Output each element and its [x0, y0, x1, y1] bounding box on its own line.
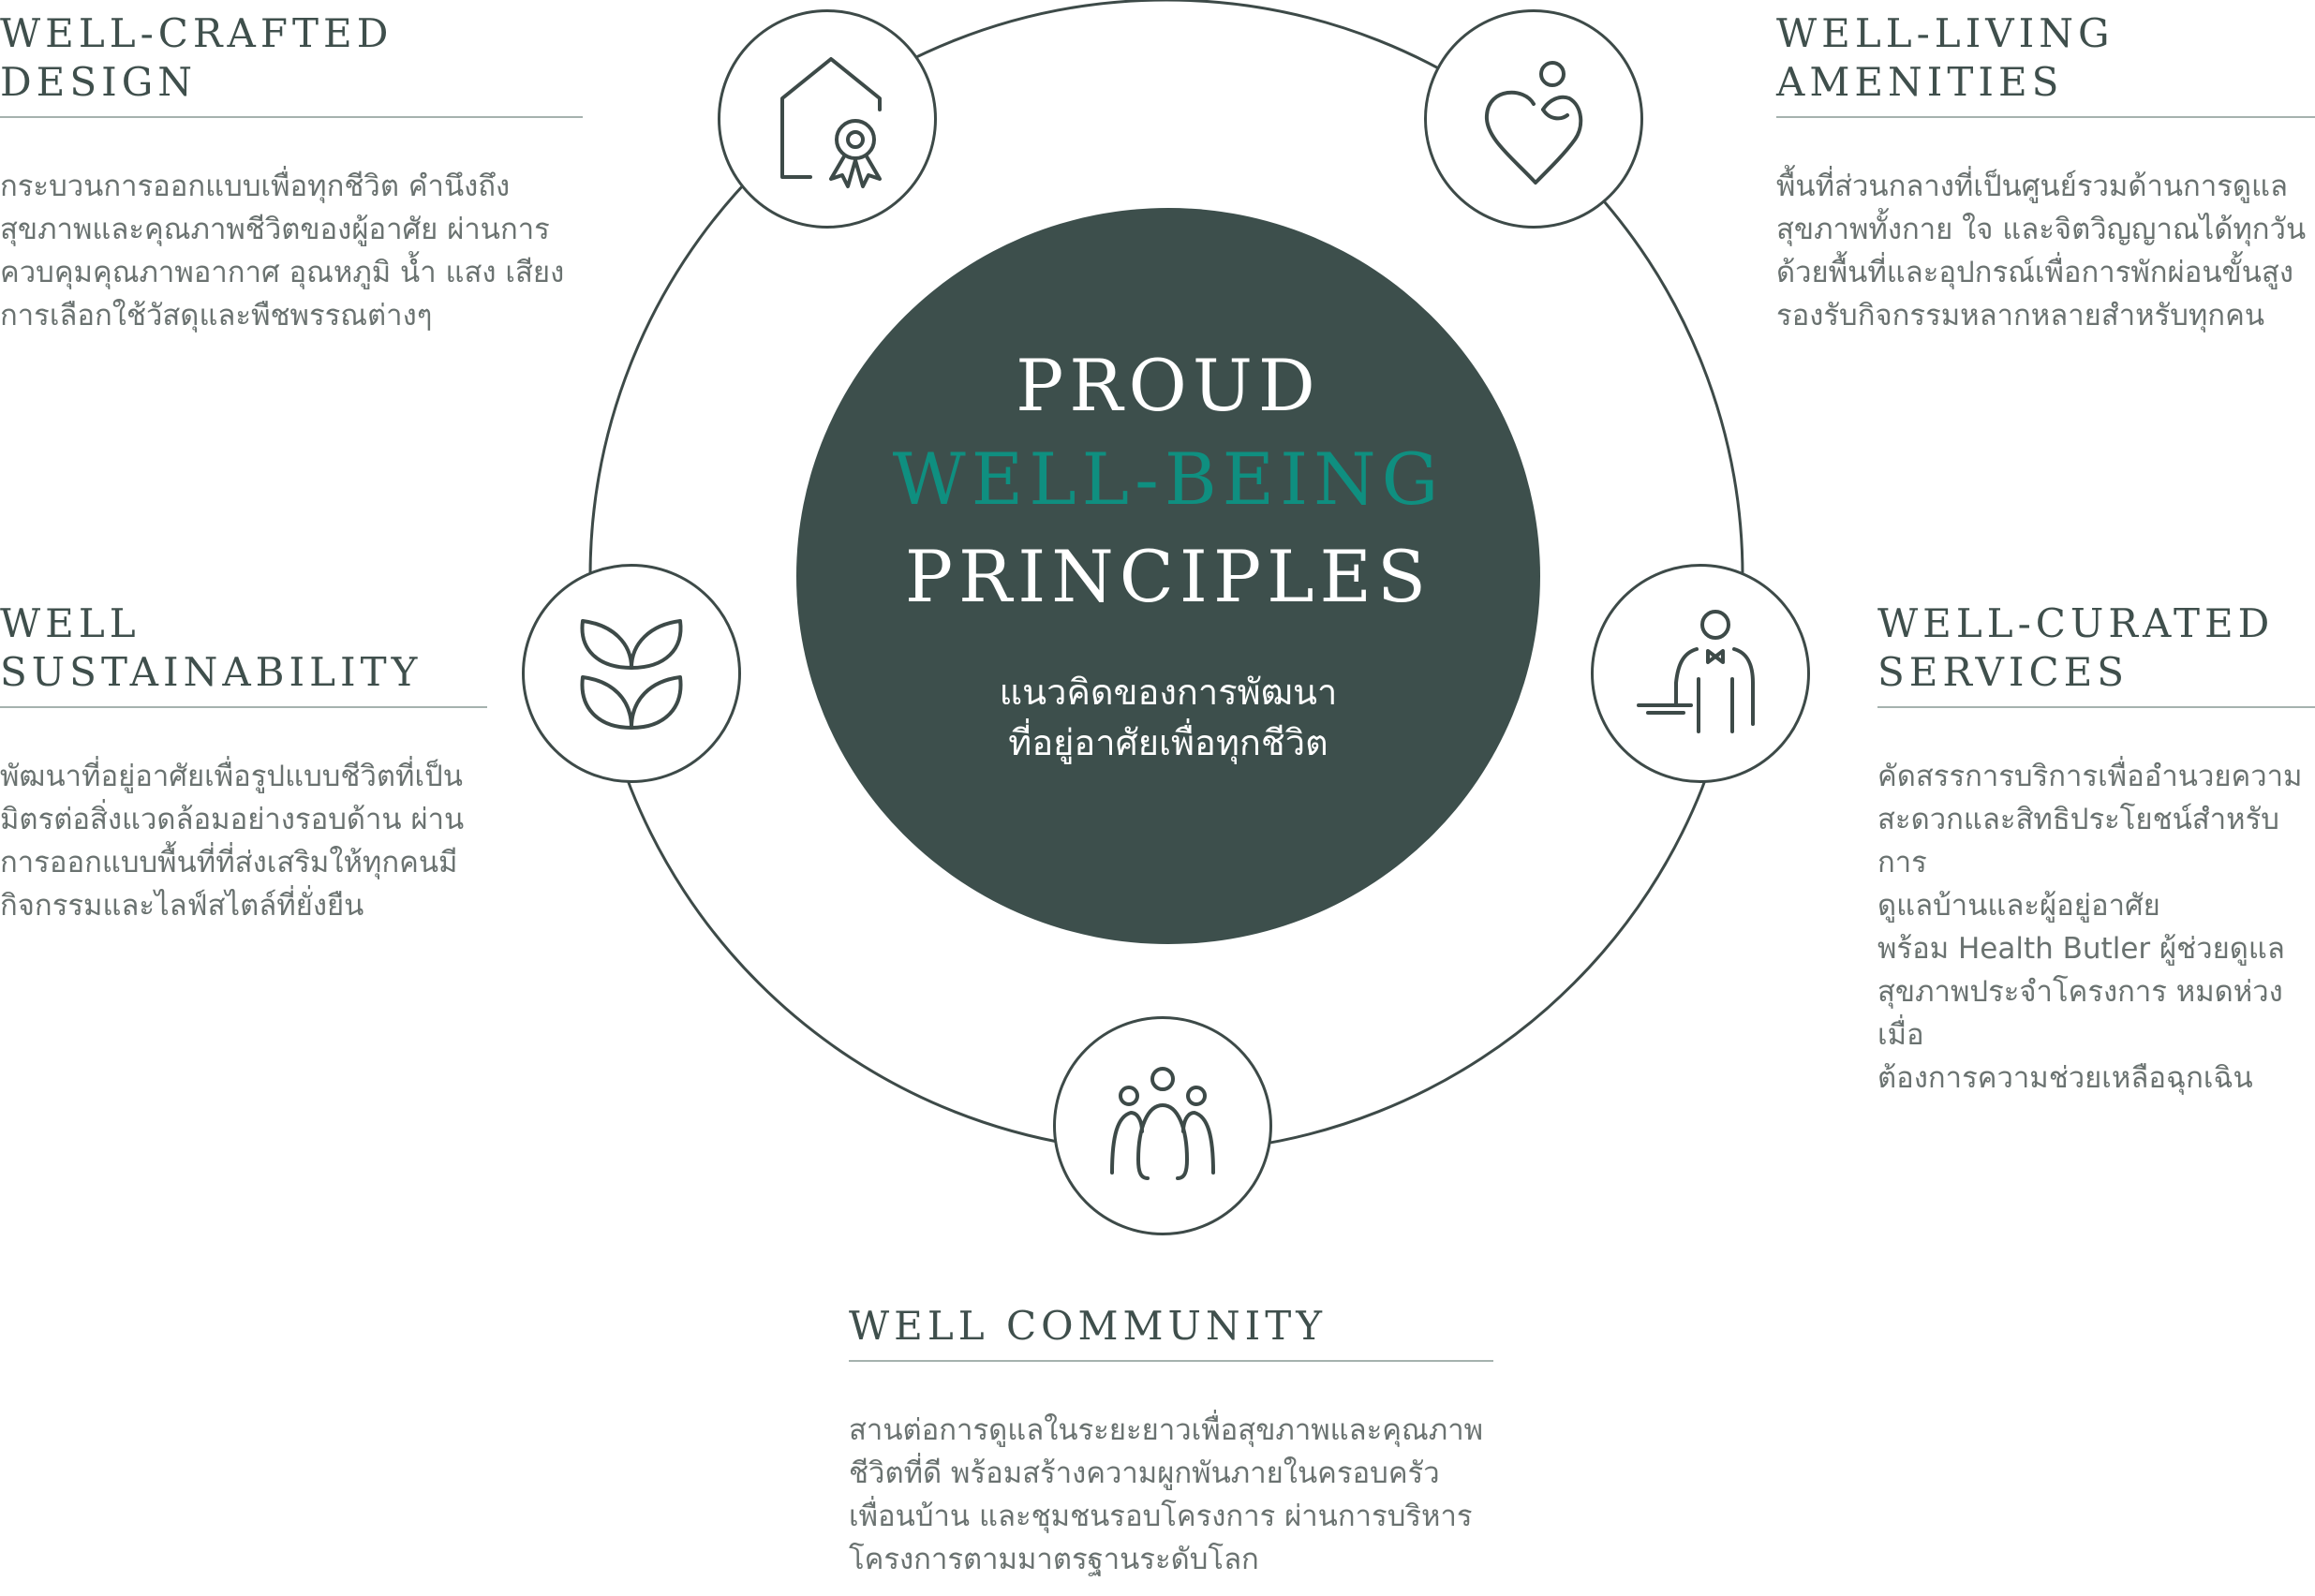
section-well-community: WELL COMMUNITY สานต่อการดูแลในระยะยาวเพื… [849, 1302, 1493, 1581]
hub-thai-subtitle: แนวคิดของการพัฒนา ที่อยู่อาศัยเพื่อทุกชี… [796, 667, 1540, 768]
section-divider [0, 116, 583, 118]
house-award-icon [718, 9, 937, 229]
section-well-living-amenities: WELL-LIVING AMENITIES พื้นที่ส่วนกลางที่… [1776, 9, 2315, 337]
section-divider [1776, 116, 2315, 118]
section-well-crafted-design: WELL-CRAFTED DESIGN กระบวนการออกแบบเพื่อ… [0, 9, 583, 337]
section-body: พัฒนาที่อยู่อาศัยเพื่อรูปแบบชีวิตที่เป็น… [0, 760, 465, 923]
section-title: WELL-CRAFTED DESIGN [0, 10, 393, 105]
hub-title-principles: PRINCIPLES [904, 535, 1432, 618]
section-divider [1877, 706, 2315, 708]
heart-care-icon [1424, 9, 1643, 229]
section-body: สานต่อการดูแลในระยะยาวเพื่อสุขภาพและคุณภ… [849, 1413, 1484, 1576]
section-body: กระบวนการออกแบบเพื่อทุกชีวิต คำนึงถึง สุ… [0, 170, 565, 332]
section-well-sustainability: WELL SUSTAINABILITY พัฒนาที่อยู่อาศัยเพื… [0, 599, 487, 927]
section-title: WELL-LIVING AMENITIES [1776, 10, 2115, 105]
principles-hub: PROUD WELL-BEING PRINCIPLES แนวคิดของการ… [796, 208, 1540, 944]
section-title: WELL COMMUNITY [849, 1303, 1328, 1349]
section-divider [0, 706, 487, 708]
section-title: WELL-CURATED SERVICES [1877, 600, 2275, 695]
community-people-icon [1053, 1016, 1272, 1235]
section-body: คัดสรรการบริการเพื่ออำนวยความ สะดวกและสิ… [1877, 760, 2303, 1095]
section-body: พื้นที่ส่วนกลางที่เป็นศูนย์รวมด้านการดูแ… [1776, 170, 2307, 332]
section-well-curated-services: WELL-CURATED SERVICES คัดสรรการบริการเพื… [1877, 599, 2315, 1100]
hub-thai-line-2: ที่อยู่อาศัยเพื่อทุกชีวิต [1008, 722, 1328, 763]
hub-thai-line-1: แนวคิดของการพัฒนา [999, 672, 1338, 713]
section-title: WELL SUSTAINABILITY [0, 600, 423, 695]
leaf-sprout-icon [522, 564, 741, 783]
hub-title-well-being: WELL-BEING [892, 437, 1445, 521]
butler-icon [1591, 564, 1810, 783]
section-divider [849, 1360, 1493, 1362]
hub-title-proud: PROUD [1016, 344, 1321, 427]
